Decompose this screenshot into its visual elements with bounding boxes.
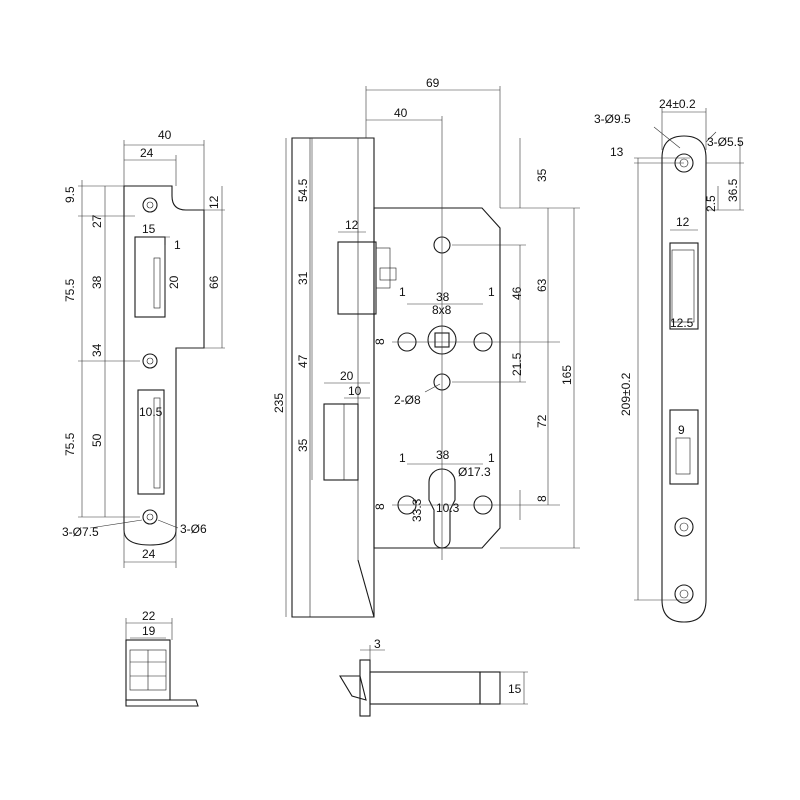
body-dim-31: 31	[296, 271, 310, 285]
body-width-40: 40	[394, 106, 408, 120]
latch-top-view: 22 19	[125, 609, 199, 707]
body-dim-1-a: 1	[399, 285, 406, 299]
body-handle-spacing-38: 38	[436, 290, 450, 304]
body-cylinder-spacing-38: 38	[436, 448, 450, 462]
body-holes-8-callout: 2-Ø8	[394, 393, 421, 407]
body-dim-235: 235	[272, 393, 286, 413]
body-spindle-square: 8x8	[432, 303, 452, 317]
body-width-69: 69	[426, 76, 440, 90]
body-dim-1-c: 1	[399, 451, 406, 465]
strike-width-40: 40	[158, 128, 172, 142]
latch-side-dim-3: 3	[374, 637, 381, 651]
faceplate-holes-9-5-callout: 3-Ø9.5	[594, 112, 631, 126]
faceplate-dim-209: 209±0.2	[619, 372, 633, 416]
latch-side-dim-15: 15	[508, 682, 522, 696]
faceplate-dim-2-5: 2.5	[704, 195, 718, 212]
lock-body-view: 69 40 54.5 12 31 47 235 20 10 35 35 63 4…	[272, 76, 580, 618]
faceplate-holes-5-5-callout: 3-Ø5.5	[707, 135, 744, 149]
strike-dim-1: 1	[174, 238, 181, 252]
faceplate-dim-9: 9	[678, 423, 685, 437]
latch-width-22: 22	[142, 609, 156, 623]
faceplate-dim-36-5: 36.5	[726, 178, 740, 202]
strike-width-24: 24	[140, 146, 154, 160]
strike-dim-50: 50	[90, 433, 104, 447]
body-dim-10-3: 10.3	[436, 501, 460, 515]
body-dim-8-c: 8	[535, 495, 549, 502]
body-dim-46: 46	[510, 286, 524, 300]
latch-width-19: 19	[142, 624, 156, 638]
body-dim-12: 12	[345, 218, 359, 232]
strike-dim-75-5-upper: 75.5	[63, 278, 77, 302]
body-dim-35-right: 35	[535, 168, 549, 182]
faceplate-view: 3-Ø9.5 24±0.2 3-Ø5.5 13 36.5 2.5 12 12.5…	[594, 97, 744, 623]
body-dim-1-d: 1	[488, 451, 495, 465]
body-dim-63: 63	[535, 278, 549, 292]
body-dim-8-a: 8	[373, 338, 387, 345]
strike-dim-15: 15	[142, 222, 156, 236]
strike-dim-66: 66	[207, 275, 221, 289]
strike-dim-10-5: 10.5	[139, 405, 163, 419]
body-dim-1-b: 1	[488, 285, 495, 299]
strike-dim-27: 27	[90, 214, 104, 228]
strike-dim-9-5: 9.5	[63, 186, 77, 203]
body-dim-20: 20	[340, 369, 354, 383]
strike-bottom-width-24: 24	[142, 547, 156, 561]
strike-dim-12: 12	[207, 195, 221, 209]
body-dim-72: 72	[535, 414, 549, 428]
strike-dim-75-5-lower: 75.5	[63, 432, 77, 456]
latch-side-view: 3 15	[339, 637, 528, 717]
strike-holes-7-5-callout: 3-Ø7.5	[62, 525, 99, 539]
body-dim-54-5: 54.5	[296, 178, 310, 202]
body-dim-21-5: 21.5	[510, 352, 524, 376]
strike-dim-34: 34	[90, 343, 104, 357]
body-dim-35-left: 35	[296, 438, 310, 452]
strike-holes-6-callout: 3-Ø6	[180, 522, 207, 536]
body-dim-33-3: 33.3	[410, 498, 424, 522]
faceplate-dim-13: 13	[610, 145, 624, 159]
strike-dim-20: 20	[167, 275, 181, 289]
body-cylinder-dia-17-3: Ø17.3	[458, 465, 491, 479]
faceplate-width-24: 24±0.2	[659, 97, 696, 111]
strike-plate-view: 40 24 9.5 27 12 15 1 20 38 66 75.5 34 10…	[62, 128, 225, 568]
body-dim-47: 47	[296, 354, 310, 368]
strike-dim-38: 38	[90, 275, 104, 289]
faceplate-dim-12-5: 12.5	[670, 316, 694, 330]
faceplate-dim-12: 12	[676, 215, 690, 229]
body-dim-165: 165	[560, 365, 574, 385]
body-dim-8-b: 8	[373, 503, 387, 510]
body-dim-10: 10	[348, 384, 362, 398]
